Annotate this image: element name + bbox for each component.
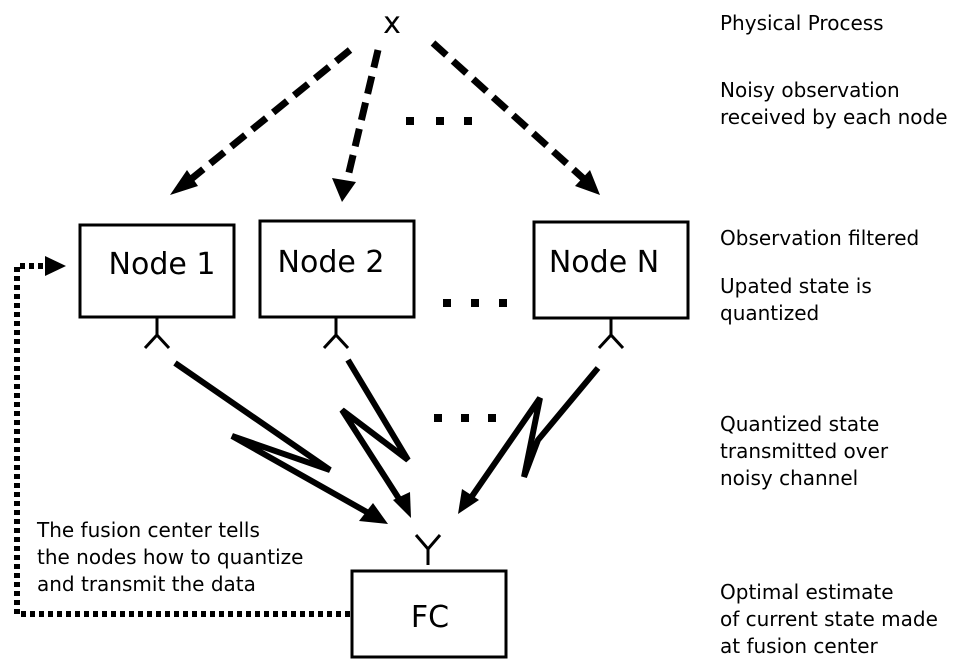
stage-transmitted-line2: transmitted over — [720, 439, 889, 463]
process-label: x — [383, 6, 401, 41]
channel-arrowhead-node2 — [393, 492, 411, 518]
arrowhead-node1 — [170, 170, 198, 195]
stage-transmitted-line1: Quantized state — [720, 412, 879, 436]
arrowhead-node2 — [332, 178, 356, 202]
stage-noisy-line2: received by each node — [720, 105, 948, 129]
node-2-label: Node 2 — [278, 245, 385, 280]
observation-arrow-node2 — [342, 49, 382, 186]
channel-arrow-node2 — [339, 358, 411, 507]
antenna-fc — [414, 534, 442, 565]
ellipsis-channels — [434, 414, 496, 422]
fusion-center: FC — [350, 569, 508, 659]
node-n-label: Node N — [549, 245, 659, 280]
stage-noisy-line1: Noisy observation — [720, 78, 900, 102]
node-1: Node 1 — [78, 223, 236, 319]
stage-quantized-line2: quantized — [720, 301, 819, 325]
stage-descriptions: Physical Process Noisy observation recei… — [720, 11, 948, 658]
feedback-note-line1: The fusion center tells — [36, 518, 260, 542]
observation-arrow-nodeN — [430, 40, 588, 183]
stage-estimate-line1: Optimal estimate — [720, 580, 894, 604]
stage-transmitted-line3: noisy channel — [720, 466, 858, 490]
channel-arrowhead-node1 — [359, 503, 388, 524]
stage-estimate-line2: of current state made — [720, 607, 938, 631]
arrowhead-nodeN — [575, 170, 600, 195]
node-1-label: Node 1 — [109, 247, 216, 282]
antenna-node2 — [322, 318, 350, 350]
antenna-nodeN — [597, 318, 625, 350]
channel-arrow-node1 — [173, 360, 374, 518]
fusion-center-box — [350, 569, 508, 659]
feedback-arrowhead — [45, 256, 66, 276]
feedback-note: The fusion center tells the nodes how to… — [36, 518, 303, 596]
node-n-box — [532, 220, 690, 320]
node-2-box — [258, 219, 416, 319]
observation-arrows — [187, 40, 588, 186]
feedback-note-line2: the nodes how to quantize — [37, 545, 303, 569]
antenna-node1 — [143, 318, 171, 350]
channel-arrow-nodeN — [465, 366, 601, 504]
fusion-center-label: FC — [411, 600, 449, 635]
feedback-note-line3: and transmit the data — [37, 572, 256, 596]
node-antennas — [143, 318, 625, 350]
node-1-box — [78, 223, 236, 319]
node-n: Node N — [532, 220, 690, 320]
channel-arrows — [173, 358, 601, 524]
stage-filtered: Observation filtered — [720, 226, 919, 250]
node-2: Node 2 — [258, 219, 416, 319]
ellipsis-arrows — [406, 117, 472, 125]
ellipsis-nodes — [443, 299, 507, 307]
channel-arrowhead-nodeN — [458, 489, 479, 514]
stage-quantized-line1: Upated state is — [720, 274, 872, 298]
observation-arrow-node1 — [187, 47, 353, 183]
stage-estimate-line3: at fusion center — [720, 634, 879, 658]
stage-physical: Physical Process — [720, 11, 884, 35]
feedback-path — [14, 263, 350, 617]
